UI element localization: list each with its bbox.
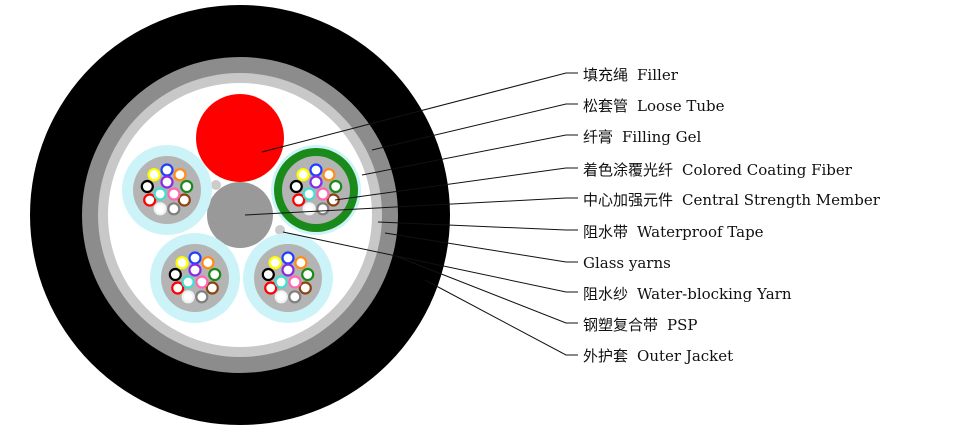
colored-fiber — [302, 202, 316, 216]
colored-fiber — [195, 290, 209, 304]
colored-fiber — [177, 193, 191, 207]
leader-line-filler — [261, 72, 578, 153]
loose-tube — [122, 145, 212, 235]
colored-fiber — [326, 193, 340, 207]
colored-fiber — [264, 281, 278, 295]
colored-fiber — [208, 267, 222, 282]
colored-fiber — [181, 290, 195, 304]
colored-fiber — [301, 267, 315, 282]
colored-fiber — [147, 168, 161, 182]
leader-line-glass-yarns — [384, 232, 578, 263]
colored-fiber — [140, 179, 154, 194]
colored-fiber — [153, 202, 167, 216]
colored-fiber — [188, 251, 202, 265]
colored-fiber — [309, 163, 323, 177]
colored-fiber — [316, 187, 330, 201]
leader-line-waterproof-tape — [377, 221, 578, 231]
colored-fiber — [296, 168, 310, 182]
water-blocking-yarn — [275, 225, 285, 235]
colored-fiber — [288, 290, 302, 304]
colored-fiber — [274, 275, 288, 289]
colored-fiber — [167, 202, 181, 216]
water-blocking-yarn — [211, 180, 221, 190]
filler-rope — [196, 94, 284, 182]
colored-fiber — [160, 163, 174, 177]
colored-fiber — [298, 281, 312, 295]
colored-fiber — [167, 187, 181, 201]
colored-fiber — [294, 256, 308, 270]
colored-fiber — [143, 193, 157, 207]
colored-fiber — [201, 256, 215, 270]
leader-line-water-blocking-yarn — [282, 231, 578, 293]
colored-fiber — [288, 275, 302, 289]
colored-fiber — [302, 187, 316, 201]
colored-fiber — [274, 290, 288, 304]
leader-line-outer-jacket — [424, 279, 578, 356]
colored-fiber — [171, 281, 185, 295]
leader-line-filling-gel — [361, 134, 578, 176]
colored-fiber — [316, 202, 330, 216]
colored-fiber — [205, 281, 219, 295]
colored-fiber — [160, 175, 174, 189]
colored-fiber — [188, 263, 202, 277]
colored-fiber — [281, 251, 295, 265]
colored-fiber — [281, 263, 295, 277]
colored-fiber — [322, 168, 336, 182]
colored-fiber — [195, 275, 209, 289]
leader-line-psp — [392, 254, 578, 324]
colored-fiber — [292, 193, 306, 207]
colored-fiber — [289, 179, 303, 194]
loose-tubes — [122, 145, 361, 323]
colored-fiber — [153, 187, 167, 201]
colored-fiber — [175, 256, 189, 270]
colored-fiber — [181, 275, 195, 289]
leader-line-colored-fiber — [334, 167, 578, 201]
loose-tube — [243, 233, 333, 323]
colored-fiber — [268, 256, 282, 270]
colored-fiber — [309, 175, 323, 189]
label-glass-yarns: Glass yarns — [583, 254, 671, 272]
leader-line-central-member — [244, 197, 578, 216]
cable-cross-section — [30, 5, 450, 425]
loose-tube — [271, 145, 361, 235]
colored-fiber — [173, 168, 187, 182]
colored-fiber — [180, 179, 194, 194]
leader-lines — [244, 72, 578, 356]
central-strength-member — [207, 182, 273, 248]
colored-fiber — [329, 179, 343, 194]
colored-fiber — [261, 267, 275, 282]
leader-line-loose-tube — [371, 103, 578, 151]
loose-tube — [150, 233, 240, 323]
colored-fiber — [168, 267, 182, 282]
